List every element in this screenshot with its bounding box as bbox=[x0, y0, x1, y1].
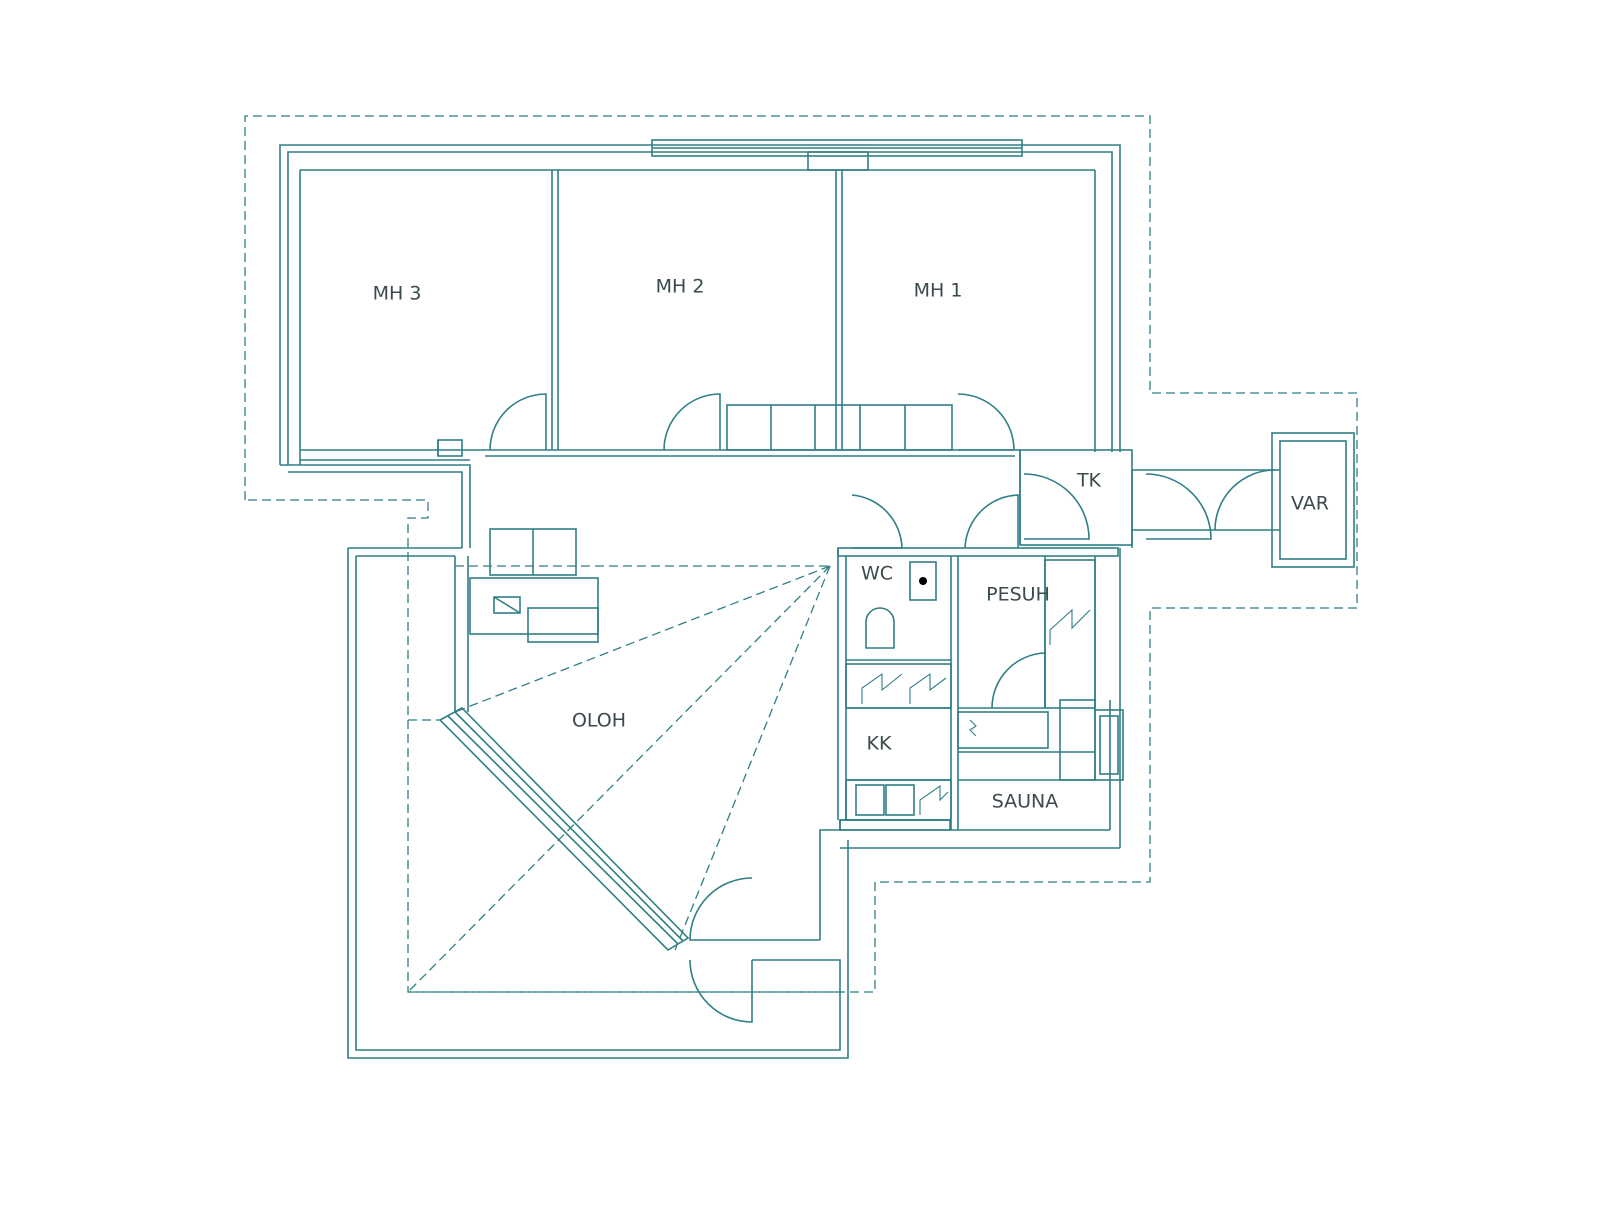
room-label-mh2: MH 2 bbox=[656, 276, 705, 298]
room-label-mh1: MH 1 bbox=[914, 280, 963, 302]
windows bbox=[300, 139, 1355, 831]
interior-walls bbox=[300, 170, 1280, 830]
room-label-wc: WC bbox=[861, 563, 893, 585]
room-label-pesuh: PESUH bbox=[986, 584, 1050, 606]
fixtures bbox=[469, 528, 1096, 821]
room-label-var: VAR bbox=[1291, 493, 1329, 515]
room-label-kk: KK bbox=[867, 733, 892, 755]
doors bbox=[489, 393, 1276, 1023]
roof-lines bbox=[407, 565, 840, 993]
room-labels: MH 3 MH 2 MH 1 TK VAR WC PESUH OLOH KK S… bbox=[373, 276, 1329, 813]
room-label-mh3: MH 3 bbox=[373, 283, 422, 305]
glazed-wall bbox=[438, 707, 690, 952]
room-label-tk: TK bbox=[1076, 470, 1102, 492]
terrace-outline bbox=[244, 115, 1358, 993]
room-label-sauna: SAUNA bbox=[992, 791, 1059, 813]
room-label-oloh: OLOH bbox=[572, 710, 626, 732]
